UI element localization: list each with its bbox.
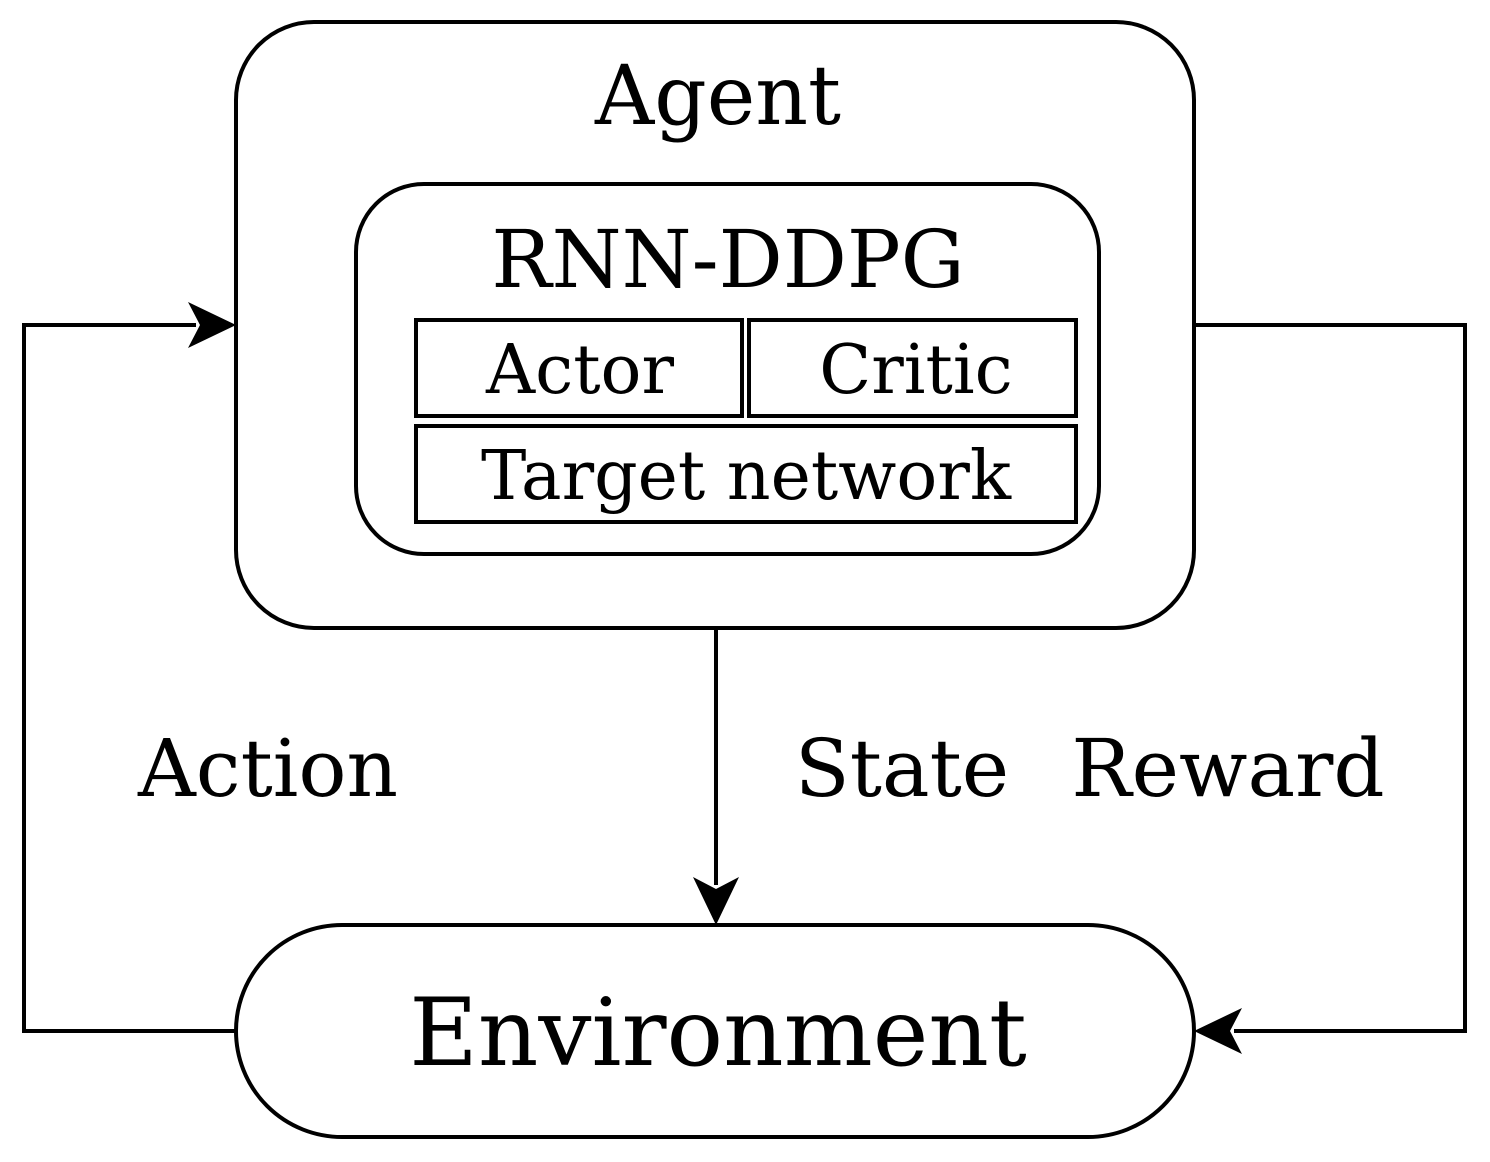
target-network-box	[414, 424, 1078, 524]
agent-label: Agent	[594, 49, 841, 144]
action-label: Action	[137, 722, 398, 815]
reward-label: Reward	[1071, 722, 1384, 815]
critic-label: Critic	[819, 331, 1012, 410]
target-network-label: Target network	[481, 437, 1012, 516]
action-arrowhead	[188, 302, 236, 348]
agent-to-environment-arrowhead	[693, 877, 739, 925]
actor-label: Actor	[485, 331, 674, 410]
rnn-ddpg-label: RNN-DDPG	[491, 213, 964, 306]
critic-box	[747, 318, 1078, 418]
environment-label: Environment	[409, 979, 1027, 1088]
state-label: State	[795, 722, 1009, 815]
reward-loop-line	[1194, 323, 1467, 1033]
action-loop-line	[22, 323, 236, 1033]
reward-arrowhead	[1194, 1008, 1242, 1054]
actor-box	[414, 318, 744, 418]
